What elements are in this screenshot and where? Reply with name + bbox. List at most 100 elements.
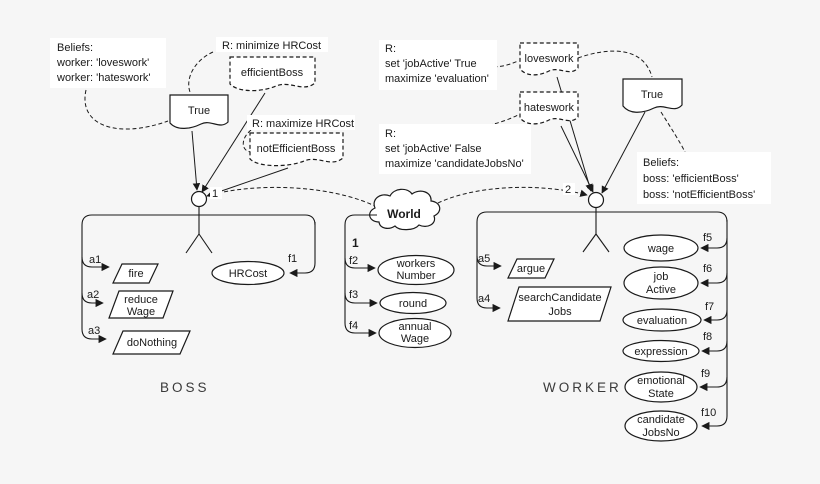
boss-bracket-a3	[81, 214, 316, 344]
boss-bracket-a1	[81, 256, 110, 272]
svg-text:fire: fire	[128, 268, 143, 280]
svg-text:Active: Active	[646, 284, 676, 296]
label-f3: f3	[349, 289, 358, 301]
action-reduce-wage: reduce Wage	[108, 290, 174, 319]
svg-text:efficientBoss: efficientBoss	[241, 67, 304, 79]
worker-head	[587, 191, 605, 209]
worker-bracket-f9	[699, 376, 728, 392]
worker-bracket-f5	[700, 237, 728, 253]
true-to-worker-line	[601, 111, 646, 194]
svg-text:argue: argue	[517, 263, 545, 275]
worker-rule-loveswork-label: R: set 'jobActive' True maximize 'evalua…	[379, 40, 497, 90]
svg-text:maximize 'evaluation': maximize 'evaluation'	[385, 73, 489, 85]
svg-text:searchCandidate: searchCandidate	[518, 292, 601, 304]
fluent-annual-wage: annual Wage	[378, 317, 452, 349]
label-f6: f6	[703, 263, 712, 275]
anchor-rule-minimize-to-true	[188, 51, 214, 93]
worker-bracket-a4	[476, 211, 728, 313]
svg-text:Number: Number	[396, 270, 435, 282]
fluent-emotional-state: emotional State	[624, 371, 698, 403]
world-to-boss-link	[209, 186, 378, 208]
svg-text:set 'jobActive' True: set 'jobActive' True	[385, 58, 477, 70]
note-true-boss: True	[169, 94, 229, 129]
worker-bracket-f8	[701, 340, 728, 356]
fluent-candidate-jobsno: candidate JobsNo	[624, 410, 698, 442]
svg-text:reduce: reduce	[124, 294, 158, 306]
note-true-worker: True	[622, 78, 683, 113]
label-a5: a5	[478, 253, 490, 265]
boss-beliefs-box: Beliefs: worker: 'loveswork' worker: 'ha…	[50, 38, 166, 88]
world-cloud: World	[369, 188, 441, 231]
svg-text:World: World	[387, 207, 421, 221]
boss-rule-maximize-label: R: maximize HRCost	[247, 115, 355, 130]
svg-text:workers: workers	[396, 258, 436, 270]
hateswork-to-worker-line	[560, 125, 594, 193]
label-f9: f9	[701, 368, 710, 380]
svg-text:loveswork: loveswork	[525, 53, 574, 65]
efficientboss-to-boss-line	[201, 92, 266, 193]
worker-bracket-f10	[701, 220, 728, 431]
svg-text:R:: R:	[385, 128, 396, 140]
label-f1: f1	[288, 253, 297, 265]
anchor-beliefs-to-true-boss	[84, 89, 169, 130]
label-a3: a3	[88, 325, 100, 337]
worker-bracket-f7	[703, 309, 728, 325]
svg-text:State: State	[648, 388, 674, 400]
svg-text:R: maximize HRCost: R: maximize HRCost	[252, 118, 354, 130]
svg-text:candidate: candidate	[637, 414, 685, 426]
boss-beliefs-title: Beliefs:	[57, 42, 93, 54]
svg-text:annual: annual	[398, 321, 431, 333]
label-a2: a2	[87, 289, 99, 301]
action-argue: argue	[507, 258, 555, 279]
fluent-expression: expression	[622, 339, 700, 363]
world-bracket-f2	[344, 257, 376, 273]
label-f5: f5	[703, 232, 712, 244]
boss-bracket-f1	[289, 222, 316, 278]
world-bracket-f3	[344, 292, 378, 308]
fluent-hrcost: HRCost	[211, 260, 285, 286]
svg-text:R:: R:	[385, 43, 396, 55]
action-searchcandidatejobs: searchCandidate Jobs	[507, 286, 612, 322]
worker-beliefs-box: Beliefs: boss: 'efficientBoss' boss: 'no…	[637, 152, 771, 204]
action-fire: fire	[112, 263, 159, 284]
svg-text:Jobs: Jobs	[548, 306, 572, 318]
note-efficientboss: efficientBoss	[229, 56, 316, 92]
boss-actor	[185, 190, 213, 254]
fluent-round: round	[379, 291, 447, 315]
label-f8: f8	[703, 331, 712, 343]
svg-text:Wage: Wage	[127, 306, 155, 318]
anchor-rule-jobactive-true-to-loveswork	[473, 60, 519, 68]
svg-text:True: True	[641, 89, 663, 101]
worker-bracket-a5	[476, 255, 502, 271]
worker-beliefs-line2: boss: 'notEfficientBoss'	[643, 189, 755, 201]
worker-beliefs-title: Beliefs:	[643, 157, 679, 169]
svg-text:1: 1	[212, 188, 218, 200]
worker-section-label: WORKER	[543, 380, 622, 395]
worker-head-number: 2	[563, 183, 575, 196]
worker-rule-hateswork-label: R: set 'jobActive' False maximize 'candi…	[379, 124, 531, 174]
worker-beliefs-line1: boss: 'efficientBoss'	[643, 173, 739, 185]
true-to-boss-line	[191, 130, 201, 191]
fluent-wage: wage	[623, 234, 699, 262]
label-f2: f2	[349, 255, 358, 267]
label-f4: f4	[349, 320, 358, 332]
action-donothing: doNothing	[112, 330, 191, 355]
svg-text:hateswork: hateswork	[524, 102, 575, 114]
svg-text:notEfficientBoss: notEfficientBoss	[257, 143, 336, 155]
boss-beliefs-line2: worker: 'hateswork'	[56, 72, 150, 84]
note-hateswork: hateswork	[519, 91, 579, 125]
label-f10: f10	[701, 407, 716, 419]
svg-text:JobsNo: JobsNo	[642, 427, 679, 439]
svg-text:emotional: emotional	[637, 375, 685, 387]
svg-text:expression: expression	[634, 346, 687, 358]
world-bracket-number: 1	[352, 236, 359, 250]
svg-text:doNothing: doNothing	[127, 337, 177, 349]
svg-text:job: job	[653, 271, 669, 283]
label-a4: a4	[478, 293, 490, 305]
label-a1: a1	[89, 254, 101, 266]
note-notefficientboss: notEfficientBoss	[249, 132, 344, 167]
fluent-evaluation: evaluation	[622, 308, 702, 332]
anchor-true-to-beliefs-worker	[660, 111, 686, 153]
svg-text:set 'jobActive' False: set 'jobActive' False	[385, 143, 482, 155]
